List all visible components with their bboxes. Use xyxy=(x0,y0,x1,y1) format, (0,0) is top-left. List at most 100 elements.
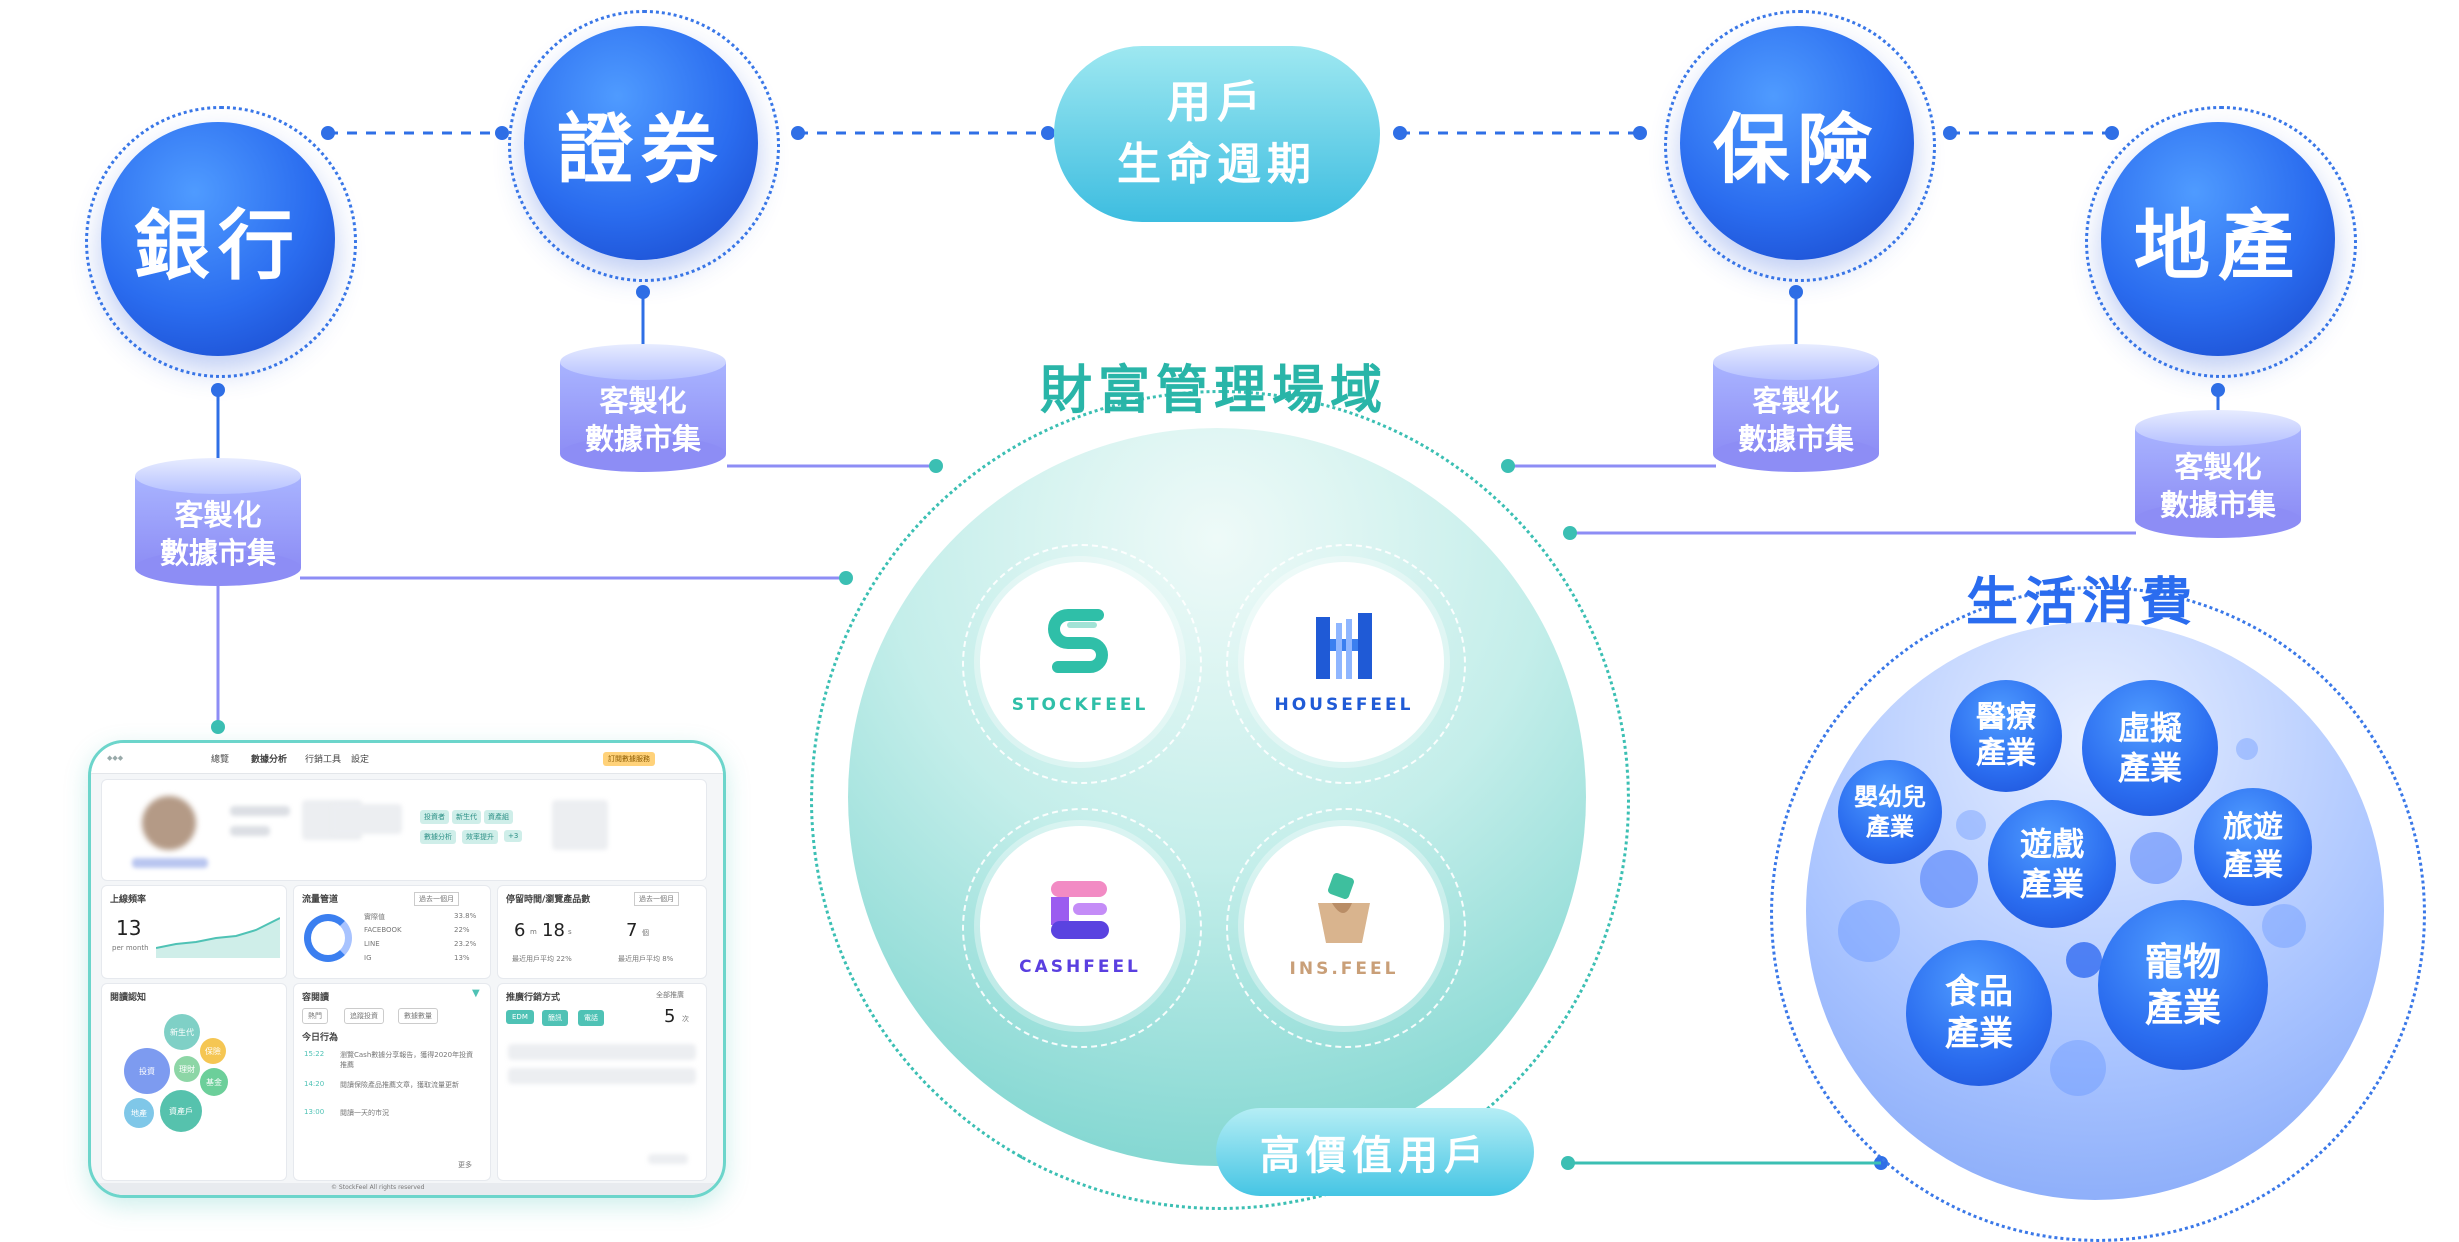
traffic-legend-value: 22% xyxy=(454,926,470,934)
stay-minutes-unit: m xyxy=(530,928,537,936)
lifecycle-pill[interactable]: 用戶 生命週期 xyxy=(1054,46,1380,222)
bank-node-ring xyxy=(85,106,357,378)
gaming-industry-label: 遊戲 產業 xyxy=(2019,825,2084,903)
blurred-info xyxy=(230,806,290,816)
wealth-title: 財富管理場域 xyxy=(1040,361,1389,421)
activity-text: 瀏覽Cash數據分享報告，獲得2020年投資推薦 xyxy=(340,1051,474,1069)
data-mart-insurance[interactable]: 客製化 數據市集 xyxy=(1713,344,1879,472)
marketing-count: 5 xyxy=(664,1006,676,1027)
topic-chip[interactable]: 數據數量 xyxy=(398,1008,438,1024)
blurred-info xyxy=(552,800,608,850)
bank-node[interactable]: 銀行 xyxy=(101,122,335,356)
cashfeel-name: CASHFEEL xyxy=(1019,957,1141,977)
sms-button[interactable]: 簡訊 xyxy=(542,1010,568,1026)
activity-text: 閱讀保險產品推薦文章，獲取流量更新 xyxy=(340,1081,459,1089)
data-mart-real-estate[interactable]: 客製化 數據市集 xyxy=(2135,410,2301,538)
medical-industry-bubble[interactable]: 醫療 產業 xyxy=(1950,680,2062,792)
activity-time: 13:00 xyxy=(304,1108,325,1116)
gaming-industry-bubble[interactable]: 遊戲 產業 xyxy=(1988,800,2116,928)
housefeel-logo-icon xyxy=(1316,613,1372,679)
decor-bubble xyxy=(1920,850,1978,908)
profile-tag: +3 xyxy=(504,830,523,842)
insurance-label: 保險 xyxy=(1713,105,1881,194)
stay-filter[interactable]: 過去一個月 xyxy=(634,892,679,906)
topic-chip[interactable]: 熱門 xyxy=(302,1008,328,1024)
activity-time: 14:20 xyxy=(304,1080,325,1088)
interest-bubble: 保險 xyxy=(200,1038,226,1064)
high-value-users-pill[interactable]: 高價值用戶 xyxy=(1216,1108,1534,1196)
interest-bubble: 地產 xyxy=(124,1098,154,1128)
traffic-filter[interactable]: 過去一個月 xyxy=(414,892,459,906)
topic-chip[interactable]: 追蹤投資 xyxy=(344,1008,384,1024)
nav-settings[interactable]: 設定 xyxy=(351,755,370,765)
housefeel-badge[interactable]: HOUSEFEEL xyxy=(1244,562,1444,762)
interest-card: 閱讀認知 新生代 投資 保險 理財 基金 地產 資產戶 xyxy=(101,983,287,1181)
filter-icon[interactable]: ▼ xyxy=(472,988,480,999)
decor-bubble xyxy=(2050,1040,2106,1096)
stockfeel-badge[interactable]: STOCKFEEL xyxy=(980,562,1180,762)
insfeel-badge[interactable]: INS.FEEL xyxy=(1244,826,1444,1026)
interest-bubble: 新生代 xyxy=(164,1014,200,1050)
profile-tag: 數據分析 xyxy=(420,830,456,844)
housefeel-name: HOUSEFEEL xyxy=(1274,695,1414,715)
decor-bubble xyxy=(2262,904,2306,948)
blurred-info xyxy=(648,1154,688,1164)
marketing-card: 推廣行銷方式 全部推廣 EDM 簡訊 電話 5 次 xyxy=(497,983,707,1181)
nav-overview[interactable]: 總覽 xyxy=(211,755,230,765)
food-industry-bubble[interactable]: 食品 產業 xyxy=(1906,940,2052,1086)
topics-title: 容閱讀 xyxy=(302,993,330,1003)
food-industry-label: 食品 產業 xyxy=(1945,972,2013,1054)
stay-title: 停留時間/瀏覽產品數 xyxy=(506,895,591,905)
securities-node-ring xyxy=(508,10,780,282)
edm-button[interactable]: EDM xyxy=(506,1010,534,1024)
traffic-legend-label: FACEBOOK xyxy=(364,926,402,934)
travel-industry-bubble[interactable]: 旅遊 產業 xyxy=(2194,788,2312,906)
interest-bubble: 資產戶 xyxy=(160,1090,202,1132)
profile-tag: 投資者 xyxy=(420,810,449,824)
stay-count-unit: 個 xyxy=(642,929,649,937)
nav-marketing[interactable]: 行銷工具 xyxy=(305,755,342,765)
securities-node[interactable]: 證券 xyxy=(524,26,758,260)
blurred-info xyxy=(508,1068,696,1084)
stockfeel-name: STOCKFEEL xyxy=(1011,695,1149,715)
topics-card: 容閱讀 ▼ 熱門 追蹤投資 數據數量 今日行為 15:22 瀏覽Cash數據分享… xyxy=(293,983,491,1181)
cashfeel-badge[interactable]: CASHFEEL xyxy=(980,826,1180,1026)
data-mart-bank[interactable]: 客製化 數據市集 xyxy=(135,458,301,586)
baby-industry-bubble[interactable]: 嬰幼兒 產業 xyxy=(1838,760,1942,864)
insfeel-ring xyxy=(1226,808,1466,1048)
real-estate-node[interactable]: 地產 xyxy=(2101,122,2335,356)
real-estate-node-ring xyxy=(2085,106,2357,378)
decor-bubble xyxy=(1956,810,1986,840)
insfeel-logo-icon xyxy=(1318,873,1370,943)
traffic-card: 流量管道 過去一個月 實際值 33.8% FACEBOOK 22% LINE 2… xyxy=(293,885,491,979)
subscribe-badge[interactable]: 訂閱數據服務 xyxy=(603,752,655,766)
dashboard-logo: ◆◆◆ xyxy=(107,754,124,762)
dashboard-nav: ◆◆◆ 總覽 數據分析 行銷工具 設定 訂閱數據服務 xyxy=(91,743,723,774)
stay-seconds-unit: s xyxy=(568,928,572,936)
traffic-donut-chart xyxy=(304,914,352,962)
traffic-legend-label: LINE xyxy=(364,940,380,948)
traffic-title: 流量管道 xyxy=(302,895,339,905)
login-unit: per month xyxy=(112,944,149,952)
pet-industry-bubble[interactable]: 寵物 產業 xyxy=(2098,900,2268,1070)
cashfeel-ring xyxy=(962,808,1202,1048)
data-mart-securities[interactable]: 客製化 數據市集 xyxy=(560,344,726,472)
insurance-node[interactable]: 保險 xyxy=(1680,26,1914,260)
lifecycle-label: 用戶 生命週期 xyxy=(1117,77,1317,190)
traffic-legend-label: 實際值 xyxy=(364,913,385,921)
login-value: 13 xyxy=(116,916,142,940)
marketing-more[interactable]: 全部推廣 xyxy=(656,991,684,999)
bank-label: 銀行 xyxy=(134,201,302,290)
avatar xyxy=(142,796,196,850)
phone-button[interactable]: 電話 xyxy=(578,1010,604,1026)
stay-seconds: 18 xyxy=(542,920,565,941)
virtual-industry-bubble[interactable]: 虛擬 產業 xyxy=(2082,680,2218,816)
dashboard-footer: © StockFeel All rights reserved xyxy=(91,1183,723,1195)
topics-more-link[interactable]: 更多 xyxy=(458,1161,472,1169)
real-estate-label: 地產 xyxy=(2134,201,2302,290)
login-frequency-card: 上線頻率 13 per month xyxy=(101,885,287,979)
traffic-legend-value: 33.8% xyxy=(454,912,477,920)
insurance-node-ring xyxy=(1664,10,1936,282)
nav-analytics[interactable]: 數據分析 xyxy=(251,755,288,765)
profile-tag: 資產組 xyxy=(484,810,513,824)
